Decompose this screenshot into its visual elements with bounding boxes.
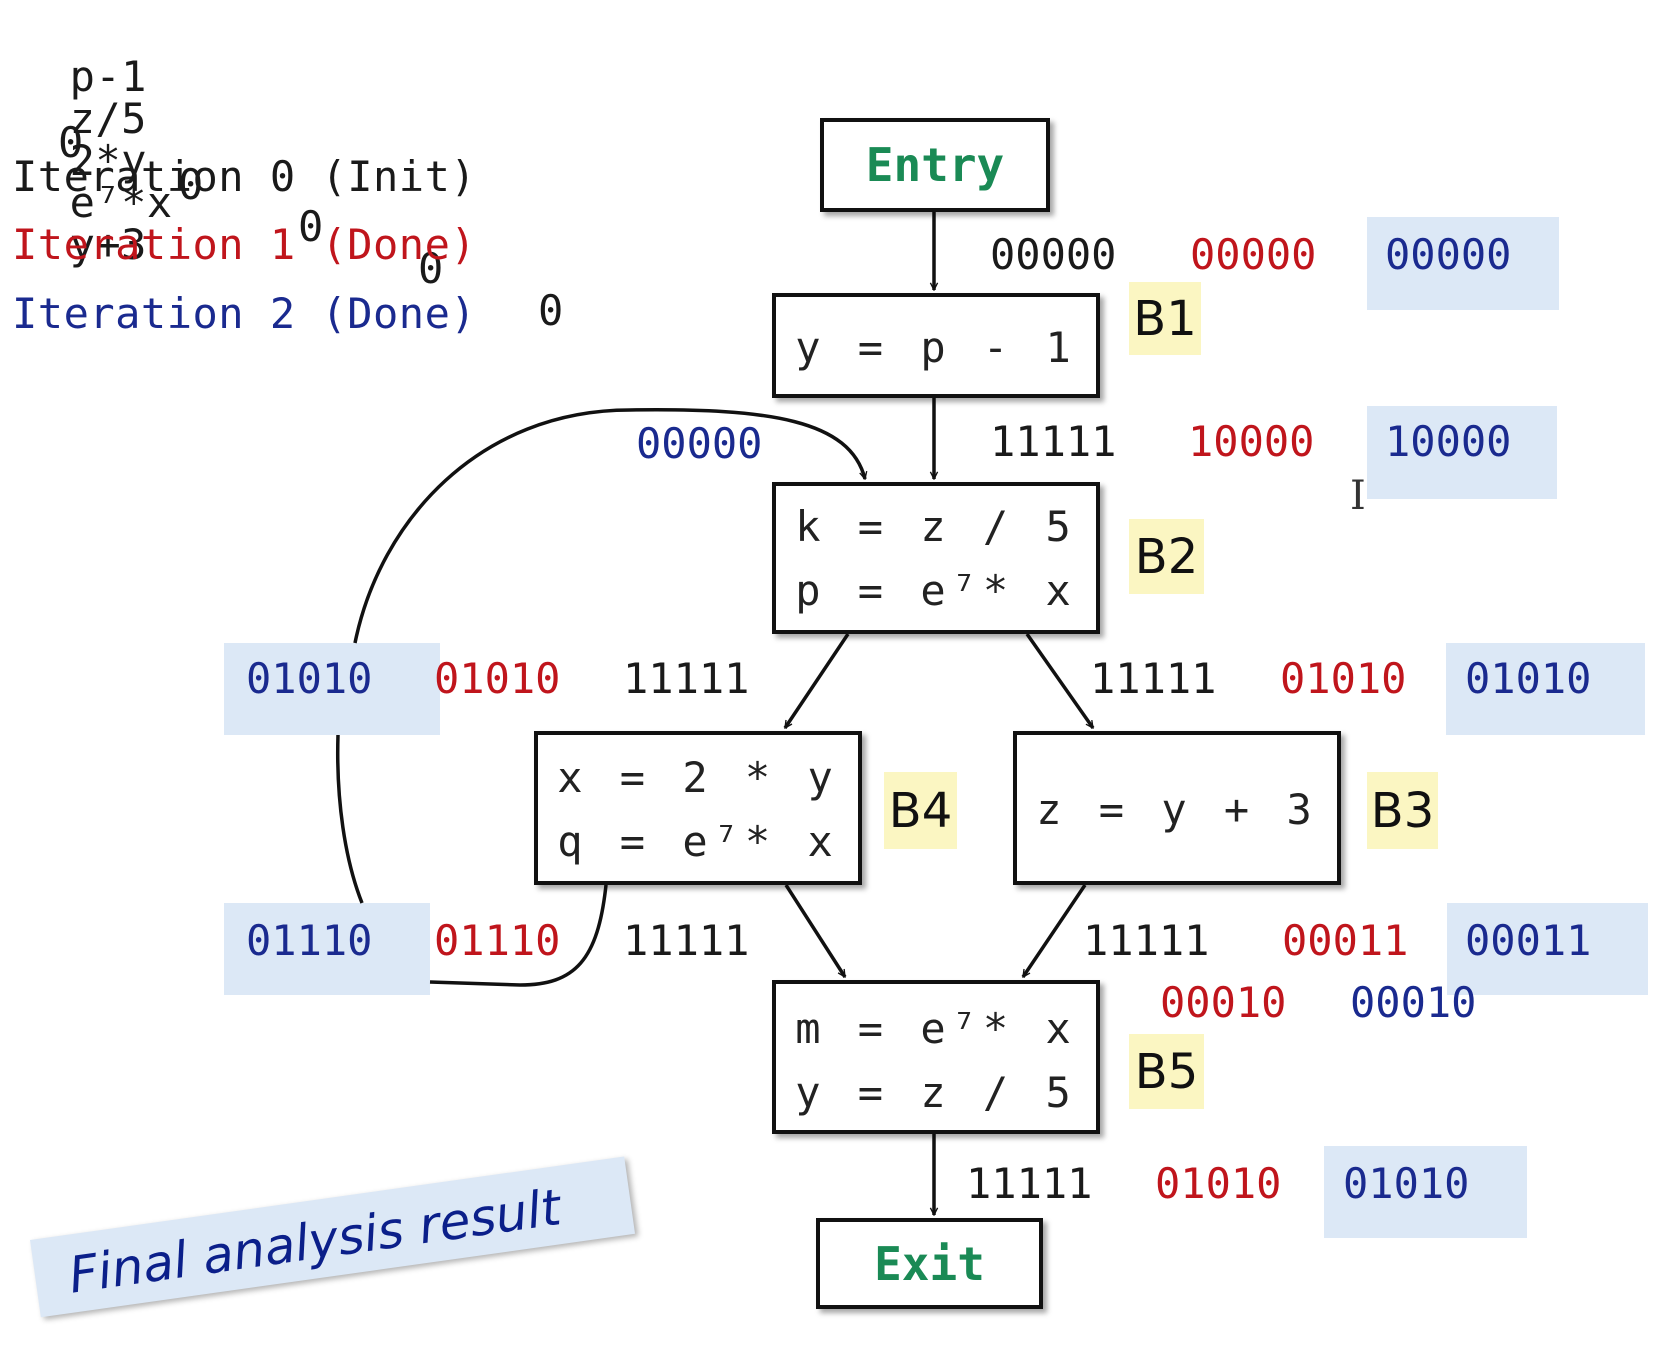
b4-out-iter0: 11111 xyxy=(623,916,750,965)
block-label-b2: B2 xyxy=(1129,519,1204,594)
b3-b5-iter2: 00011 xyxy=(1465,916,1592,965)
b1-b2-iter2: 10000 xyxy=(1385,417,1512,466)
b5-exit-iter1: 01010 xyxy=(1155,1159,1282,1208)
b1-b2-iter0: 11111 xyxy=(990,417,1117,466)
b2-b3-iter2: 01010 xyxy=(1465,654,1592,703)
init-bits-row: 0 0 0 0 0 xyxy=(0,80,620,332)
block-label-b3: B3 xyxy=(1367,772,1438,849)
init-bit: 0 xyxy=(538,286,564,335)
init-bit: 0 xyxy=(178,160,204,209)
b2-stmt-2: p = e⁷* x xyxy=(795,566,1077,615)
b5-in-iter1: 00010 xyxy=(1160,978,1287,1027)
b4-stmt-2: q = e⁷* x xyxy=(557,817,839,866)
entry-b1-iter2: 00000 xyxy=(1385,230,1512,279)
init-bit: 0 xyxy=(298,202,324,251)
b3-b5-iter0: 11111 xyxy=(1083,916,1210,965)
b3-stmt-1: z = y + 3 xyxy=(1036,785,1318,834)
final-value-highlight xyxy=(1446,643,1645,735)
legend-iteration-0: Iteration 0 (Init) xyxy=(12,152,477,201)
expression-header: p-1 z/5 2*y e⁷*x y+3 xyxy=(18,14,173,266)
expr-y-plus-3: y+3 xyxy=(69,220,147,269)
block-b5[interactable]: m = e⁷* x y = z / 5 xyxy=(772,980,1100,1134)
block-b4[interactable]: x = 2 * y q = e⁷* x xyxy=(534,731,862,885)
init-bit: 0 xyxy=(418,244,444,293)
b2-stmt-1: k = z / 5 xyxy=(795,502,1077,551)
expr-z-div-5: z/5 xyxy=(69,94,147,143)
b5-stmt-2: y = z / 5 xyxy=(795,1068,1077,1117)
block-b3[interactable]: z = y + 3 xyxy=(1013,731,1341,885)
exit-label: Exit xyxy=(874,1236,985,1291)
expr-2-times-y: 2*y xyxy=(69,136,147,185)
b3-b5-iter1: 00011 xyxy=(1282,916,1409,965)
back-edge-iter2: 00000 xyxy=(636,419,763,468)
edge-b2-b4 xyxy=(783,633,850,728)
block-label-b5: B5 xyxy=(1129,1034,1204,1109)
edge-b4-b2-back xyxy=(335,408,865,987)
edge-b2-b3 xyxy=(1025,632,1095,728)
expr-e7-times-x: e⁷*x xyxy=(69,178,173,227)
edge-b3-b5 xyxy=(1021,884,1087,977)
b5-exit-iter0: 11111 xyxy=(966,1159,1093,1208)
final-value-highlight xyxy=(1367,217,1559,310)
expr-p-minus-1: p-1 xyxy=(69,52,147,101)
legend-iteration-2: Iteration 2 (Done) xyxy=(12,289,477,338)
exit-node[interactable]: Exit xyxy=(816,1218,1043,1309)
b4-out-iter1: 01110 xyxy=(434,916,561,965)
edge-b4-b5 xyxy=(784,884,847,977)
block-label-b4: B4 xyxy=(884,772,957,849)
b4-stmt-1: x = 2 * y xyxy=(557,753,839,802)
b2-b4-iter2: 01010 xyxy=(246,654,373,703)
entry-node[interactable]: Entry xyxy=(820,118,1050,212)
init-bit: 0 xyxy=(58,118,84,167)
b2-b4-iter1: 01010 xyxy=(434,654,561,703)
b2-b3-iter0: 11111 xyxy=(1090,654,1217,703)
b1-stmt-1: y = p - 1 xyxy=(795,323,1077,372)
final-value-highlight xyxy=(224,903,430,995)
b4-out-iter2: 01110 xyxy=(246,916,373,965)
block-b2[interactable]: k = z / 5 p = e⁷* x xyxy=(772,482,1100,634)
b2-b3-iter1: 01010 xyxy=(1280,654,1407,703)
legend-iteration-1: Iteration 1 (Done) xyxy=(12,220,477,269)
final-value-highlight xyxy=(224,643,440,735)
final-value-highlight xyxy=(1324,1146,1527,1238)
final-value-highlight xyxy=(1367,406,1557,499)
b1-b2-iter1: 10000 xyxy=(1188,417,1315,466)
b5-exit-iter2: 01010 xyxy=(1343,1159,1470,1208)
b5-in-iter2: 00010 xyxy=(1350,978,1477,1027)
block-b1[interactable]: y = p - 1 xyxy=(772,293,1100,398)
b2-b4-iter0: 11111 xyxy=(623,654,750,703)
final-value-highlight xyxy=(1447,903,1648,995)
entry-b1-iter1: 00000 xyxy=(1190,230,1317,279)
entry-b1-iter0: 00000 xyxy=(990,230,1117,279)
entry-label: Entry xyxy=(865,138,1005,192)
text-cursor-icon: I xyxy=(1350,473,1366,519)
block-label-b1: B1 xyxy=(1129,282,1201,355)
b5-stmt-1: m = e⁷* x xyxy=(795,1004,1077,1053)
